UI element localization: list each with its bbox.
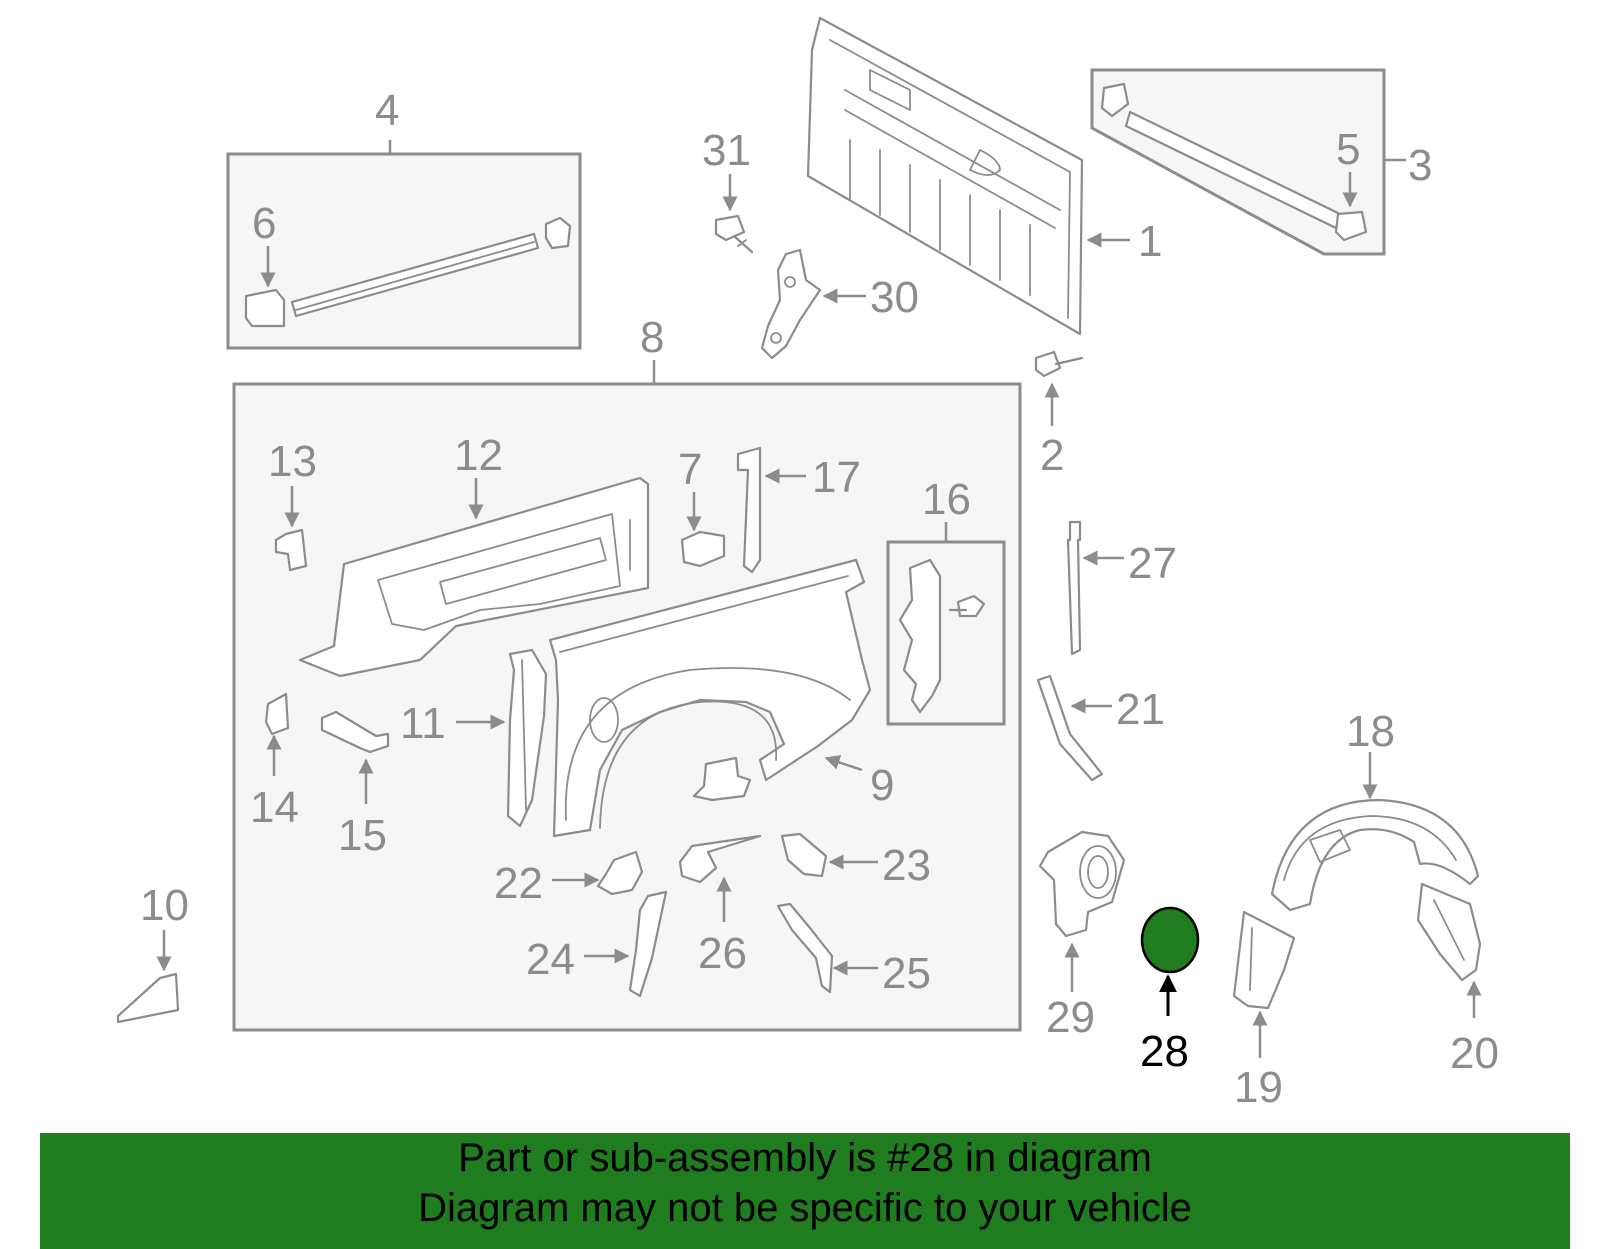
bracket-23 <box>780 832 828 878</box>
pillar-11 <box>506 648 548 828</box>
liner-piece-20: 20 <box>1416 882 1499 1078</box>
bracket-21: 21 <box>1036 674 1165 782</box>
callout-12: 12 <box>454 431 503 480</box>
hinge-bracket-30: 30 <box>760 248 919 360</box>
callout-8: 8 <box>640 313 664 362</box>
banner-line-1: Part or sub-assembly is #28 in diagram <box>458 1136 1152 1180</box>
callout-23: 23 <box>882 841 931 890</box>
bracket-16 <box>898 558 942 714</box>
bracket-25 <box>776 902 834 994</box>
liner-piece-19: 19 <box>1232 910 1296 1112</box>
callout-31: 31 <box>702 126 751 175</box>
bracket-15 <box>320 710 390 754</box>
fuel-door-28: 28 <box>1140 906 1200 1076</box>
callout-11: 11 <box>400 699 446 748</box>
callout-27: 27 <box>1128 539 1177 588</box>
callout-30: 30 <box>870 273 919 322</box>
callout-15: 15 <box>338 811 387 860</box>
fuel-housing-29: 29 <box>1038 830 1126 1042</box>
bed-rail-4 <box>290 232 540 318</box>
bolt-2: 2 <box>1034 350 1084 480</box>
callout-9: 9 <box>870 761 894 810</box>
bracket-14 <box>264 692 290 736</box>
callout-6: 6 <box>252 199 276 248</box>
callout-13: 13 <box>268 437 317 486</box>
group-box-8: 8 13 12 7 17 16 9 <box>232 313 1022 1032</box>
bracket-10: 10 <box>116 881 189 1024</box>
callout-26: 26 <box>698 929 747 978</box>
callout-29: 29 <box>1046 993 1095 1042</box>
bed-rail-cap-6 <box>244 288 286 328</box>
callout-3: 3 <box>1408 141 1432 190</box>
reinforcement-17 <box>736 446 762 574</box>
bracket-22 <box>596 850 644 896</box>
callout-18: 18 <box>1346 707 1395 756</box>
callout-20: 20 <box>1450 1029 1499 1078</box>
callout-14: 14 <box>250 783 299 832</box>
tailgate-cap-end-5 <box>1334 210 1368 242</box>
bracket-13 <box>274 528 308 572</box>
callout-25: 25 <box>882 949 931 998</box>
outer-panel-9 <box>548 558 872 838</box>
bracket-7 <box>680 530 726 568</box>
callout-7: 7 <box>678 445 702 494</box>
callout-2: 2 <box>1040 431 1064 480</box>
tailgate-1: 1 <box>806 16 1162 336</box>
group-box-4: 4 6 <box>226 86 582 350</box>
callout-19: 19 <box>1234 1063 1283 1112</box>
wheel-liner-18: 18 <box>1270 707 1480 912</box>
banner-line-2: Diagram may not be specific to your vehi… <box>418 1186 1192 1230</box>
highlighted-part-28 <box>1140 906 1200 974</box>
group-box-3: 5 3 <box>1090 68 1432 256</box>
callout-24: 24 <box>526 935 575 984</box>
callout-22: 22 <box>494 859 543 908</box>
callout-10: 10 <box>140 881 189 930</box>
callout-5: 5 <box>1336 125 1360 174</box>
callout-4: 4 <box>375 86 399 135</box>
bolt-31: 31 <box>702 126 754 254</box>
callout-21: 21 <box>1116 685 1165 734</box>
bracket-26 <box>678 834 762 884</box>
callout-16: 16 <box>922 475 971 524</box>
strut-27: 27 <box>1066 520 1177 656</box>
callout-17: 17 <box>812 453 861 502</box>
bracket-small <box>692 756 752 802</box>
bed-rail-end-cap <box>544 216 572 250</box>
callout-28: 28 <box>1140 1027 1189 1076</box>
bracket-24 <box>628 890 668 998</box>
callout-1: 1 <box>1138 217 1162 266</box>
info-banner: Part or sub-assembly is #28 in diagram D… <box>40 1133 1570 1249</box>
